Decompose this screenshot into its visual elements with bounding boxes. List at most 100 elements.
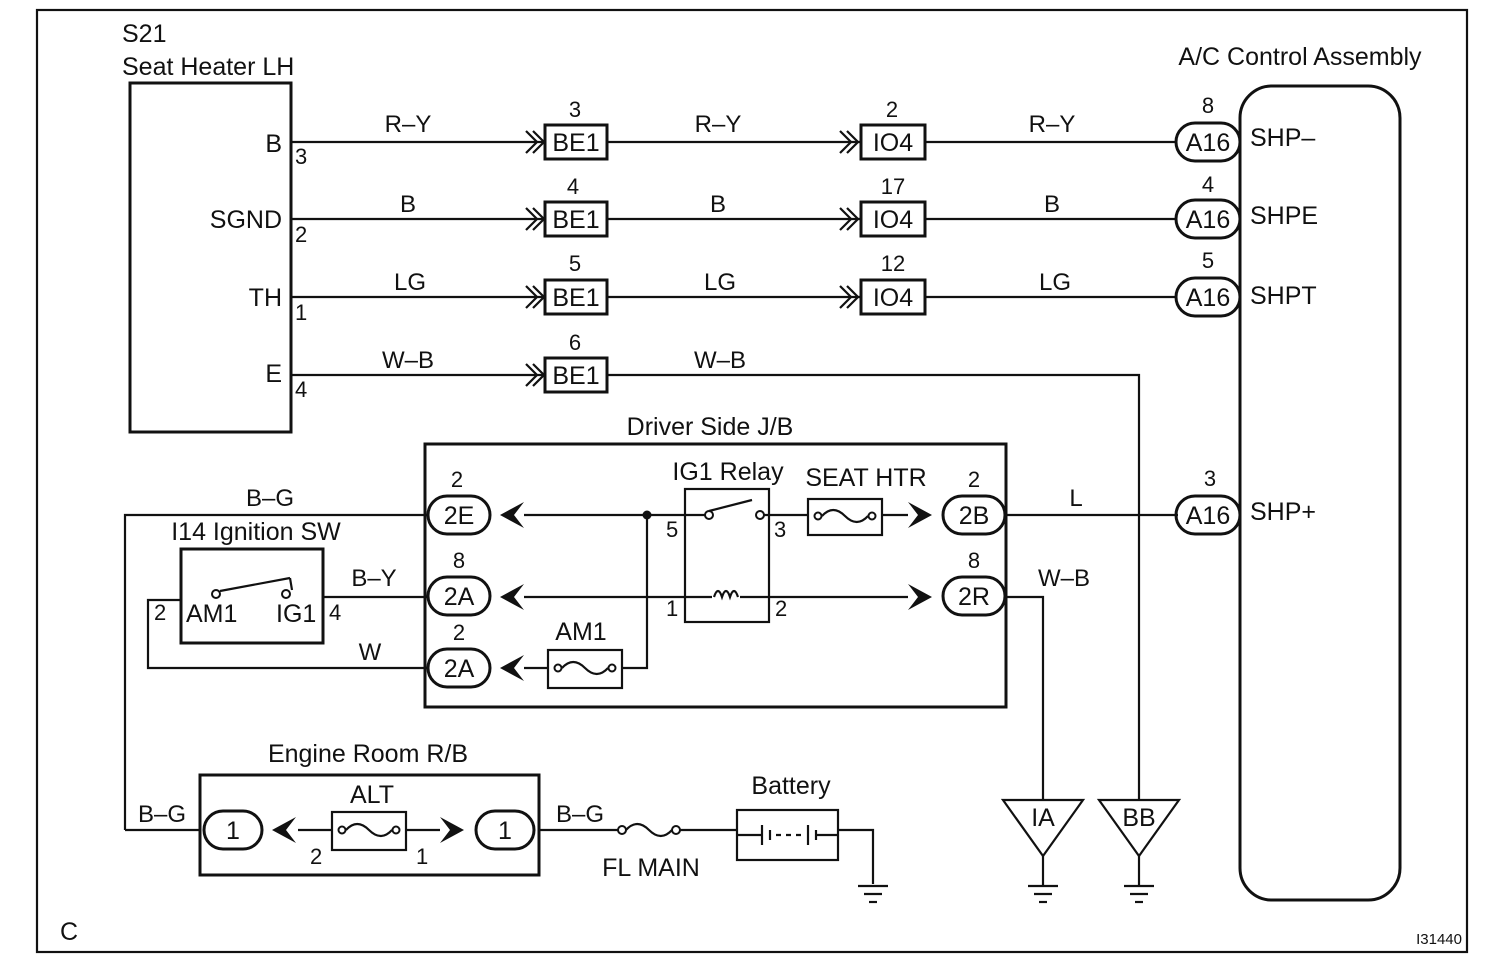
seat-pin-th: 1 — [295, 300, 307, 325]
be1-label: BE1 — [552, 206, 599, 234]
connector-2e — [426, 494, 492, 536]
wire-color: B — [1044, 191, 1060, 218]
driver-jb-box — [423, 442, 1008, 709]
engine-rb-connector-right — [474, 809, 536, 851]
ignition-pin-right: 4 — [329, 600, 341, 625]
connector-2e-arrow — [500, 502, 524, 528]
ac-terminal: SHPT — [1250, 282, 1317, 310]
engine-rb-connectors — [202, 809, 536, 851]
be1-connector-3 — [525, 278, 609, 316]
ignition-sw-title: I14 Ignition SW — [171, 518, 341, 546]
connector-2r-arrow — [908, 584, 932, 610]
wire-color: LG — [394, 269, 426, 296]
io4-pin: 2 — [886, 97, 898, 122]
wire-color: B–G — [246, 485, 294, 512]
seat-heater-name: Seat Heater LH — [122, 53, 294, 81]
junction-dot — [642, 510, 652, 520]
engine-rb-conn-label: 1 — [498, 817, 512, 845]
be1-label: BE1 — [552, 129, 599, 157]
alt-fuse-box — [330, 810, 408, 852]
relay-coil-icon — [712, 589, 740, 601]
a16-label: A16 — [1186, 206, 1230, 234]
driver-jb-title: Driver Side J/B — [627, 413, 794, 441]
io4-pin: 12 — [881, 251, 905, 276]
a16-pin: 4 — [1202, 172, 1214, 197]
ignition-am1-label: AM1 — [186, 600, 237, 628]
relay-pin: 3 — [774, 517, 786, 542]
ac-terminal: SHP+ — [1250, 498, 1316, 526]
be1-pin: 4 — [567, 174, 579, 199]
connector-2b-pin: 2 — [968, 467, 980, 492]
ground-bb-label: BB — [1122, 804, 1155, 832]
connector-2e-label: 2E — [444, 502, 475, 530]
page-label: C — [60, 918, 78, 946]
engine-rb-left-arrow — [272, 817, 296, 843]
be1-connector-2 — [525, 200, 609, 238]
ac-control-title: A/C Control Assembly — [1178, 43, 1422, 71]
connector-2a-bottom — [426, 647, 492, 689]
alt-fuse-label: ALT — [350, 781, 394, 809]
wire-color: B–G — [556, 801, 604, 828]
ignition-ig1-label: IG1 — [276, 600, 316, 628]
relay-pin: 1 — [666, 596, 678, 621]
io4-connectors — [839, 123, 927, 316]
figure-code: I31440 — [1416, 931, 1462, 948]
be1-pin: 6 — [569, 330, 581, 355]
connector-2b — [941, 494, 1007, 536]
fl-main-fuse-icon — [617, 822, 681, 838]
seat-heater-code: S21 — [122, 20, 166, 48]
be1-connector-4 — [525, 356, 609, 394]
ignition-pin-left: 2 — [154, 600, 166, 625]
am1-fuse-label: AM1 — [555, 618, 606, 646]
fl-main-label: FL MAIN — [602, 854, 700, 882]
diagram-frame — [35, 8, 1469, 954]
ig1-relay-title: IG1 Relay — [672, 458, 784, 486]
wire-color: R–Y — [385, 111, 432, 138]
io4-connector-3 — [839, 278, 927, 316]
wire-color: W–B — [382, 347, 434, 374]
ignition-switch-icon — [211, 576, 294, 599]
ac-terminal: SHP– — [1250, 124, 1315, 152]
terminal-b: B — [265, 130, 282, 158]
wire-color: LG — [1039, 269, 1071, 296]
engine-rb-wires — [125, 828, 875, 884]
a16-label: A16 — [1186, 284, 1230, 312]
engine-rb-pin: 2 — [310, 844, 322, 869]
io4-connector-1 — [839, 123, 927, 161]
ground-ia-label: IA — [1031, 804, 1055, 832]
seat-htr-fuse-label: SEAT HTR — [805, 464, 926, 492]
seat-pin-sgnd: 2 — [295, 222, 307, 247]
wire-color: W–B — [1038, 565, 1090, 592]
connector-2r-label: 2R — [958, 583, 990, 611]
engine-rb-connector-left — [202, 809, 264, 851]
connector-2r-pin: 8 — [968, 548, 980, 573]
terminal-th: TH — [249, 284, 282, 312]
wire-color: B — [400, 191, 416, 218]
terminal-e: E — [265, 360, 282, 388]
seat-pin-b: 3 — [295, 144, 307, 169]
a16-label: A16 — [1186, 502, 1230, 530]
am1-fuse-box — [546, 648, 624, 690]
engine-rb-title: Engine Room R/B — [268, 740, 468, 768]
io4-pin: 17 — [881, 174, 905, 199]
connector-2a-bottom-label: 2A — [444, 655, 475, 683]
seat-htr-fuse-box — [806, 497, 884, 537]
ground-ia — [1000, 798, 1086, 904]
a16-pin: 8 — [1202, 93, 1214, 118]
connector-2r — [941, 575, 1007, 617]
a16-label: A16 — [1186, 129, 1230, 157]
battery-label: Battery — [751, 772, 831, 800]
wire-color: W — [359, 639, 382, 666]
connector-2a-bottom-arrow — [500, 655, 524, 681]
be1-label: BE1 — [552, 362, 599, 390]
io4-connector-2 — [839, 200, 927, 238]
connector-2a-top-label: 2A — [444, 583, 475, 611]
ac-control-box — [1238, 84, 1402, 902]
be1-pin: 3 — [569, 97, 581, 122]
be1-connector-1 — [525, 123, 609, 161]
be1-connectors — [525, 123, 609, 394]
seat-htr-fuse-icon — [813, 508, 877, 524]
am1-fuse-icon — [553, 660, 617, 676]
seat-pin-e: 4 — [295, 377, 307, 402]
